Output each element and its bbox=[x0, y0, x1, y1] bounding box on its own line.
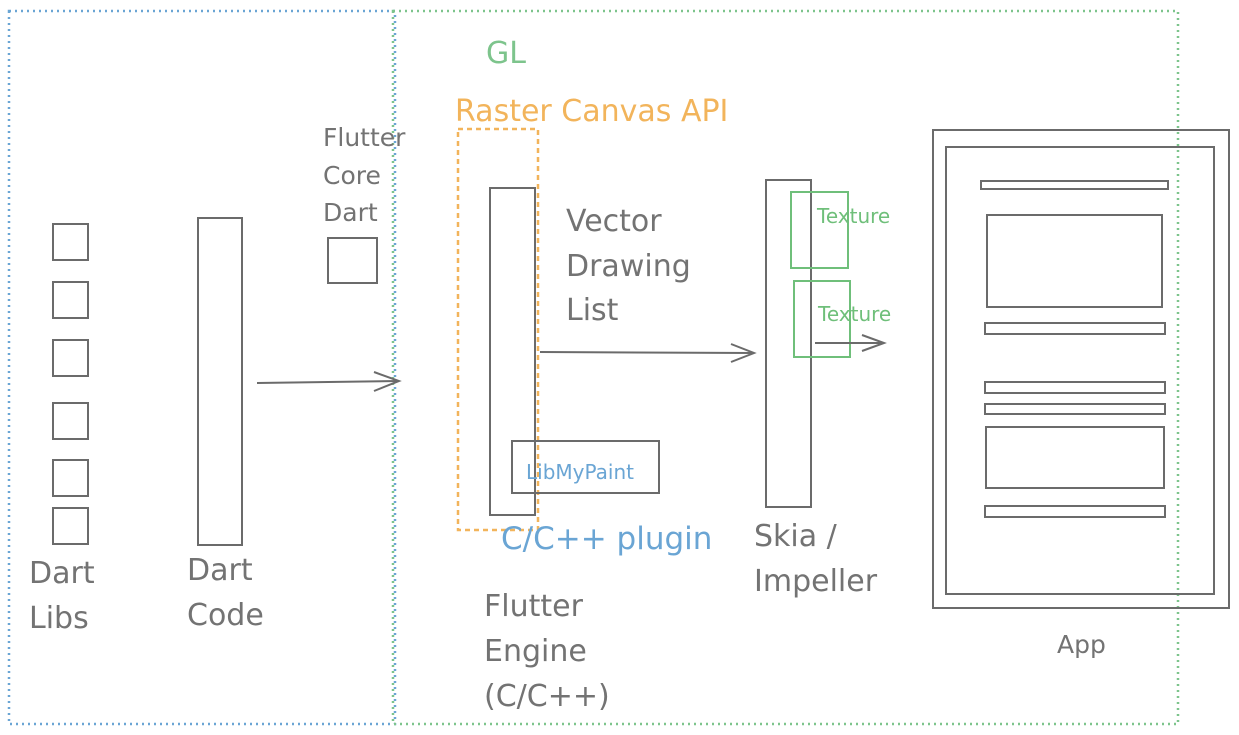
flutter-engine-line: Flutter bbox=[484, 589, 584, 624]
arrow-dart-to-engine bbox=[256, 371, 402, 392]
vector-drawing-list-label: Vector Drawing List bbox=[566, 204, 700, 328]
skia-impeller-column bbox=[765, 179, 812, 508]
dart-lib-box bbox=[52, 223, 89, 261]
dart-lib-box bbox=[52, 339, 89, 377]
lib-my-paint-box bbox=[511, 440, 660, 494]
gl-label: GL bbox=[486, 36, 526, 71]
texture-label-2: Texture bbox=[817, 302, 891, 326]
flutter-core-dart-box bbox=[327, 237, 378, 284]
app-bar bbox=[984, 322, 1166, 335]
app-block bbox=[986, 214, 1163, 308]
vector-drawing-list-line: Vector bbox=[566, 204, 662, 239]
vector-drawing-list-line: Drawing bbox=[566, 249, 691, 284]
dart-lib-box bbox=[52, 459, 89, 497]
dart-libs-label: Dart Libs bbox=[29, 556, 104, 636]
dart-lib-box bbox=[52, 507, 89, 545]
app-label: App bbox=[1057, 630, 1106, 659]
dart-code-line: Code bbox=[187, 598, 264, 633]
texture-label-1: Texture bbox=[816, 204, 890, 228]
lib-my-paint-label: LibMyPaint bbox=[526, 460, 634, 484]
flutter-core-dart-line: Flutter bbox=[323, 123, 406, 152]
dart-libs-stack bbox=[52, 223, 89, 545]
skia-impeller-label: Skia / Impeller bbox=[754, 519, 878, 599]
dart-code-label: Dart Code bbox=[187, 553, 264, 633]
dart-code-column bbox=[197, 217, 243, 546]
engine-side-boundary bbox=[391, 9, 1180, 726]
flutter-engine-label: Flutter Engine (C/C++) bbox=[484, 589, 610, 714]
arrow-engine-to-skia bbox=[539, 343, 757, 363]
dart-code-line: Dart bbox=[187, 553, 253, 588]
app-bar bbox=[984, 505, 1166, 518]
app-bar bbox=[984, 381, 1166, 394]
raster-canvas-api-region bbox=[456, 127, 540, 532]
skia-impeller-line: Impeller bbox=[754, 564, 878, 599]
app-bar bbox=[984, 403, 1166, 415]
app-block bbox=[985, 426, 1165, 489]
texture-box-1 bbox=[790, 191, 849, 269]
app-outer-frame bbox=[932, 129, 1230, 609]
flutter-engine-line: Engine bbox=[484, 634, 587, 669]
raster-canvas-api-label: Raster Canvas API bbox=[455, 94, 728, 129]
flutter-core-dart-line: Core bbox=[323, 161, 381, 190]
flutter-core-dart-line: Dart bbox=[323, 198, 378, 227]
vector-drawing-list-line: List bbox=[566, 293, 619, 328]
flutter-engine-column bbox=[489, 187, 536, 516]
app-inner-frame bbox=[945, 146, 1215, 595]
dart-lib-box bbox=[52, 281, 89, 319]
skia-impeller-line: Skia / bbox=[754, 519, 838, 554]
texture-box-2 bbox=[793, 280, 851, 358]
app-bar bbox=[980, 180, 1169, 190]
arrow-texture-to-app bbox=[815, 334, 887, 352]
cpp-plugin-label: C/C++ plugin bbox=[501, 521, 712, 557]
app-mockup bbox=[932, 129, 1230, 609]
dart-libs-line: Dart bbox=[29, 556, 95, 591]
dart-side-boundary bbox=[7, 9, 397, 726]
dart-libs-line: Libs bbox=[29, 601, 89, 636]
flutter-engine-line: (C/C++) bbox=[484, 679, 610, 714]
dart-lib-box bbox=[52, 402, 89, 440]
flutter-core-dart-label: Flutter Core Dart bbox=[323, 123, 413, 227]
